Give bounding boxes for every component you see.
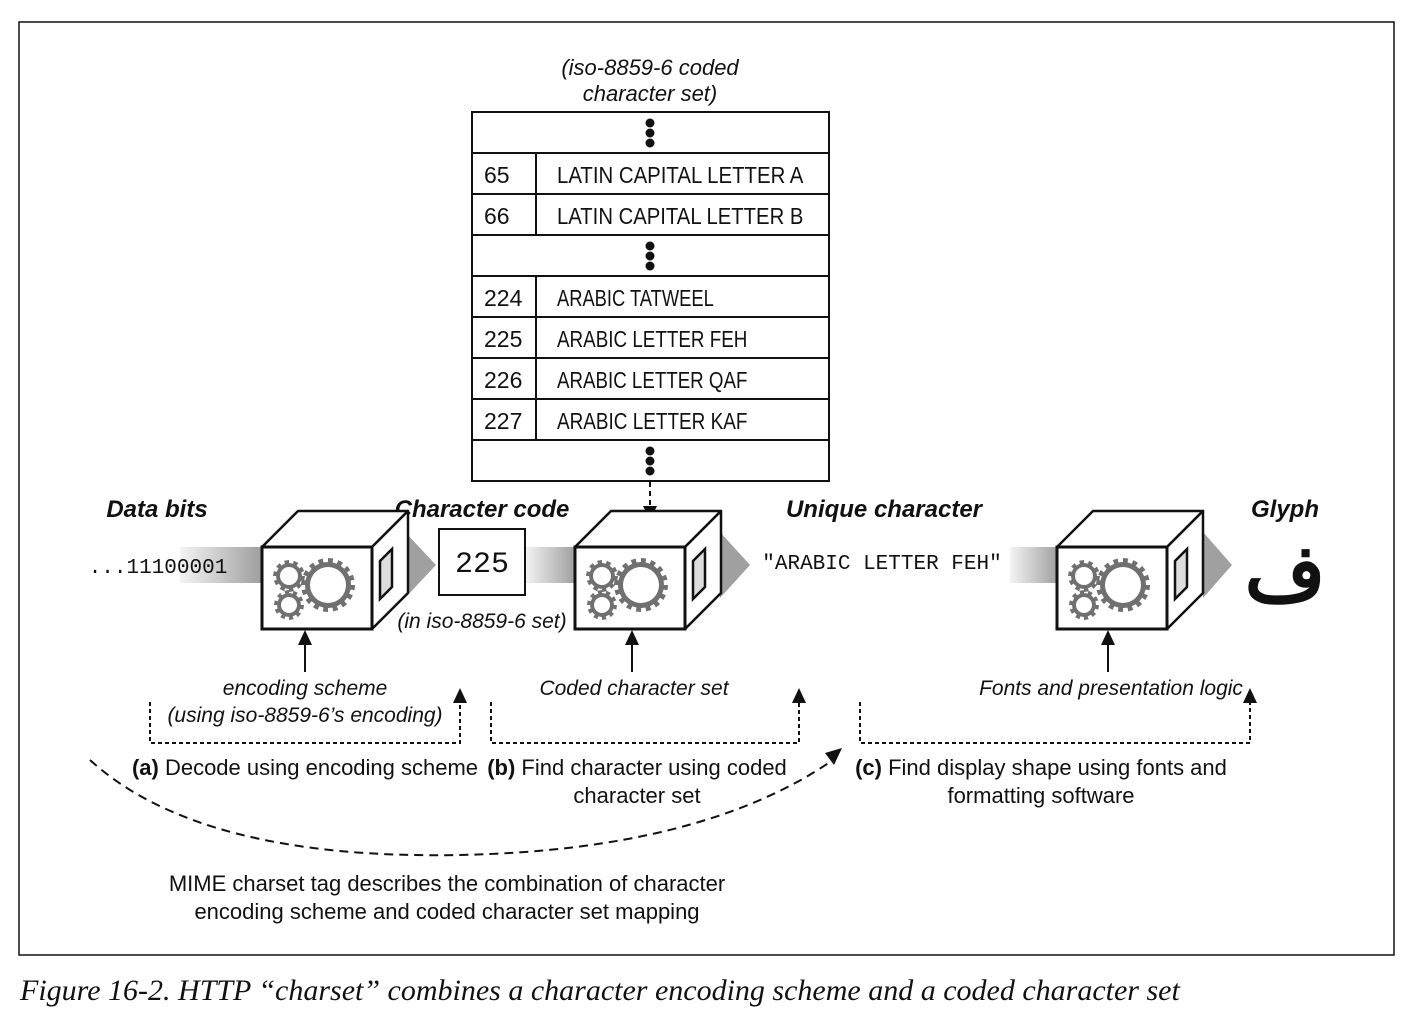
step-c-marker: (c)	[855, 755, 882, 780]
bracket-arrowhead-b	[792, 688, 806, 703]
table-row: 66 LATIN CAPITAL LETTER B	[471, 193, 830, 236]
gear-icon	[273, 560, 305, 592]
table-cell-name: ARABIC LETTER QAF	[557, 367, 747, 393]
figure-frame	[18, 21, 1395, 956]
table-cell-code: 66	[484, 203, 510, 229]
table-title-line1: (iso-8859-6 coded	[561, 55, 739, 80]
table-row: 227 ARABIC LETTER KAF	[471, 398, 830, 441]
table-cell-code: 227	[484, 408, 522, 434]
heading-data-bits: Data bits	[106, 496, 207, 523]
up-arrowhead-coded-set	[625, 630, 639, 645]
flow-arrow-char-in	[1010, 547, 1060, 583]
step-c: (c) Find display shape using fonts and	[855, 755, 1227, 780]
processor-label-encoding-line2: (using iso-8859-6’s encoding)	[167, 704, 442, 727]
flow-arrow-code-in	[525, 547, 577, 583]
up-arrowhead-fonts	[1101, 630, 1115, 645]
data-bits-value: ...11100001	[89, 557, 228, 580]
gear-icon	[301, 558, 355, 612]
table-cell-name: ARABIC TATWEEL	[557, 285, 714, 311]
table-cell-code: 225	[484, 326, 522, 352]
bracket-arrowhead-c	[1243, 688, 1257, 703]
processor-label-encoding-line1: encoding scheme	[223, 677, 388, 700]
bracket-step-c	[859, 702, 1251, 744]
table-row: 225 ARABIC LETTER FEH	[471, 316, 830, 359]
mime-combination-arc	[89, 759, 831, 857]
step-a: (a) Decode using encoding scheme	[132, 755, 478, 780]
table-row: 65 LATIN CAPITAL LETTER A	[471, 152, 830, 195]
gears-box-icon	[1055, 509, 1205, 631]
bracket-arrowhead-a	[453, 688, 467, 703]
table-row: 226 ARABIC LETTER QAF	[471, 357, 830, 400]
flow-arrow-bits-in	[180, 547, 264, 583]
gear-icon	[274, 590, 304, 620]
table-cell-code: 224	[484, 285, 523, 311]
mime-note-line1: MIME charset tag describes the combinati…	[169, 871, 725, 896]
gears-box-icon	[260, 509, 410, 631]
table-row-ellipsis	[471, 111, 830, 154]
vertical-ellipsis-icon	[645, 241, 655, 271]
gear-icon	[1069, 590, 1099, 620]
step-b-text: Find character using coded	[521, 755, 786, 780]
unique-character-value: "ARABIC LETTER FEH"	[762, 553, 1001, 576]
character-code-box	[438, 528, 526, 596]
step-c-line2: formatting software	[947, 783, 1134, 808]
table-cell-name: LATIN CAPITAL LETTER A	[557, 162, 804, 188]
step-a-text: Decode using encoding scheme	[165, 755, 478, 780]
table-cell-name: ARABIC LETTER KAF	[557, 408, 747, 434]
step-c-text: Find display shape using fonts and	[888, 755, 1227, 780]
step-a-marker: (a)	[132, 755, 159, 780]
figure-caption: Figure 16-2. HTTP “charset” combines a c…	[19, 974, 1180, 1007]
vertical-ellipsis-icon	[645, 446, 655, 476]
vertical-ellipsis-icon	[645, 118, 655, 148]
glyph-feh: ف	[1245, 530, 1326, 617]
heading-glyph: Glyph	[1251, 496, 1319, 523]
bracket-step-b	[490, 702, 800, 744]
table-cell-code: 65	[484, 162, 510, 188]
step-b: (b) Find character using coded	[487, 755, 787, 780]
gear-icon	[1068, 560, 1100, 592]
character-code-note: (in iso-8859-6 set)	[397, 610, 566, 633]
processor-label-coded-set: Coded character set	[539, 677, 729, 700]
encoding-scheme-processor	[260, 509, 410, 631]
table-title-line2: character set)	[583, 81, 718, 106]
gear-icon	[614, 558, 668, 612]
table-cell-code: 226	[484, 367, 522, 393]
heading-character-code: Character code	[395, 496, 570, 523]
heading-unique-character: Unique character	[786, 496, 984, 523]
step-b-marker: (b)	[487, 755, 515, 780]
gear-icon	[586, 560, 618, 592]
coded-character-set-processor	[573, 509, 723, 631]
gear-icon	[587, 590, 617, 620]
table-cell-name: LATIN CAPITAL LETTER B	[557, 203, 803, 229]
processor-label-fonts: Fonts and presentation logic	[979, 677, 1243, 700]
table-cell-name: ARABIC LETTER FEH	[557, 326, 747, 352]
table-row: 224 ARABIC TATWEEL	[471, 275, 830, 318]
up-arrowhead-encoding	[298, 630, 312, 645]
bracket-step-a	[149, 702, 461, 744]
font-presentation-processor	[1055, 509, 1205, 631]
step-b-line2: character set	[573, 783, 700, 808]
table-row-ellipsis	[471, 439, 830, 482]
gears-box-icon	[573, 509, 723, 631]
charset-table: 65 LATIN CAPITAL LETTER A 66 LATIN CAPITAL …	[471, 111, 830, 482]
mime-note-line2: encoding scheme and coded character set …	[194, 899, 699, 924]
gear-icon	[1096, 558, 1150, 612]
character-code-value: 225	[455, 548, 509, 582]
mime-arc-arrowhead	[825, 748, 842, 765]
table-row-ellipsis	[471, 234, 830, 277]
